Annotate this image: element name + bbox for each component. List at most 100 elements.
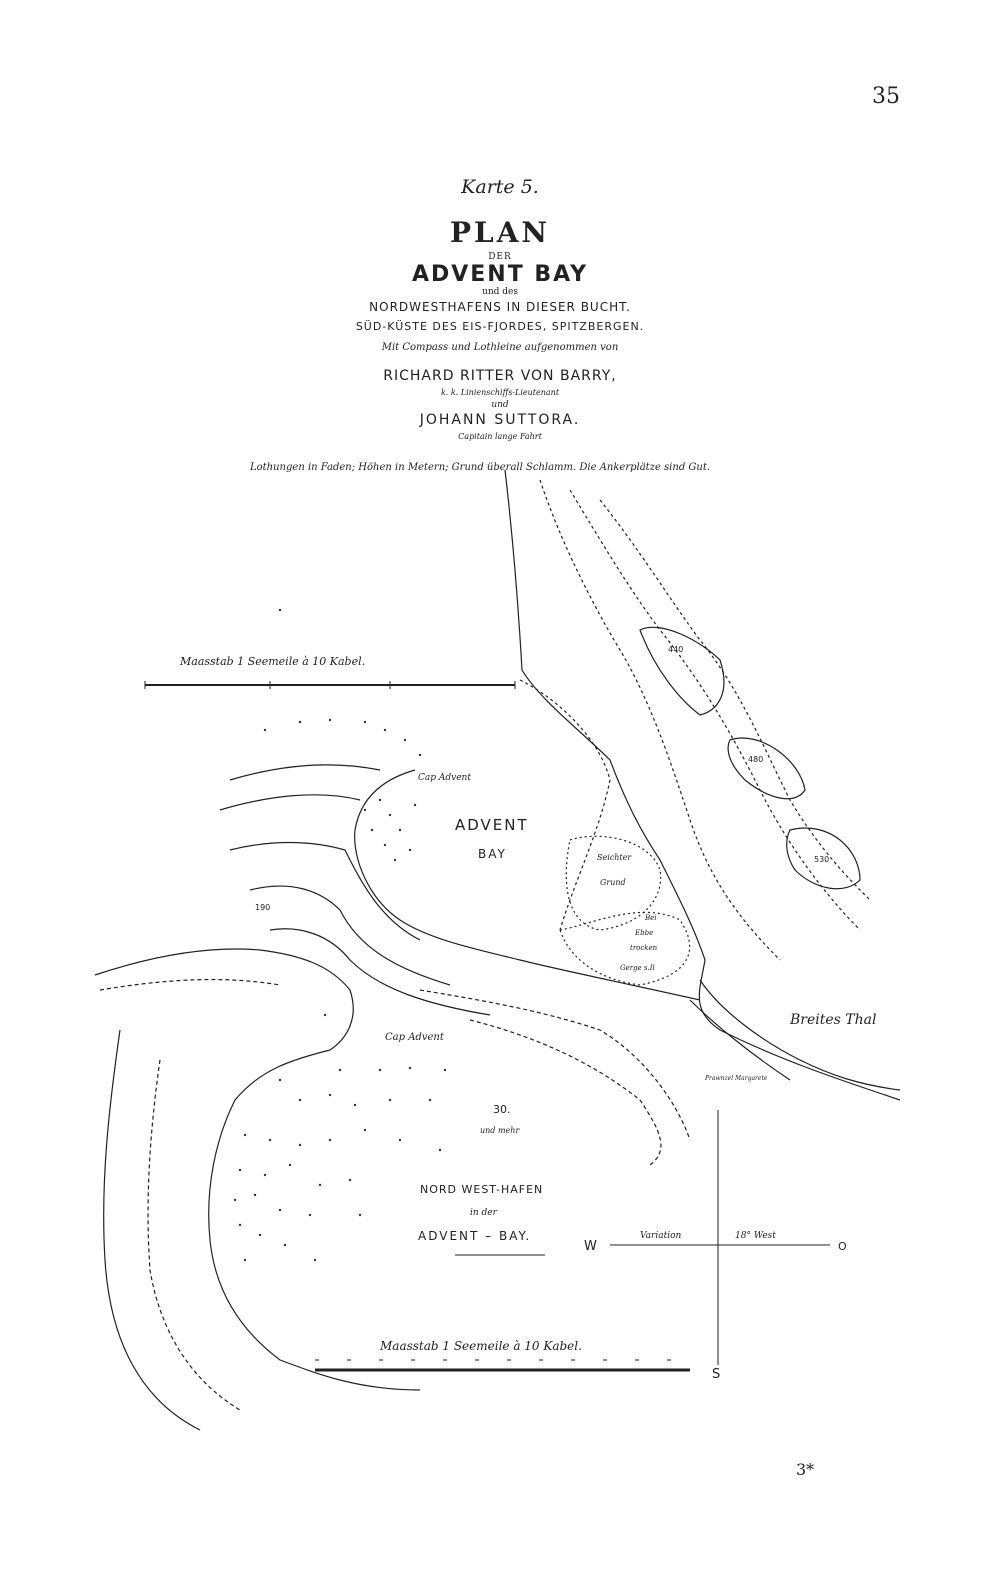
depth-thirty: 30. [493, 1103, 511, 1116]
compass-east: O [838, 1240, 847, 1253]
height-480: 480 [748, 755, 763, 764]
author-barry: RICHARD RITTER VON BARRY, [383, 368, 617, 384]
bottom-scale-bar [315, 1359, 690, 1372]
ebb-label-1: Bei [644, 914, 657, 922]
sounding-dot [408, 848, 412, 852]
sounding-dot [383, 843, 387, 847]
ebb-label-3: trocken [630, 944, 658, 952]
sounding-dot [403, 738, 407, 742]
cape-advent-shore [354, 769, 701, 1001]
harbour-label-2: in der [470, 1208, 498, 1218]
subtitle-location: SÜD-KÜSTE DES EIS-FJORDES, SPITZBERGEN. [355, 320, 645, 333]
top-scale-label: Maasstab 1 Seemeile à 10 Kabel. [179, 655, 365, 668]
cape-contour-6 [419, 989, 691, 1141]
sounding-dot [288, 1163, 292, 1167]
sounding-dot [393, 858, 397, 862]
sounding-dot [253, 1193, 257, 1197]
height-190: 190 [255, 903, 270, 912]
sounding-dot [328, 1093, 332, 1097]
place-label: Prawnzel Margarete [704, 1075, 768, 1082]
east-coastline [504, 469, 901, 1101]
sounding-dot [388, 813, 392, 817]
valley-label: Breites Thal [789, 1012, 876, 1028]
sounding-dot [238, 1223, 242, 1227]
author-conjunction: und [491, 400, 509, 410]
cape-contour-2 [219, 794, 361, 811]
sounding-dot [263, 1173, 267, 1177]
cape-contour-3 [229, 841, 421, 941]
height-530: 530 [814, 855, 829, 864]
harbour-label-3: ADVENT – BAY. [418, 1229, 531, 1243]
sounding-dot [328, 718, 332, 722]
title-article: DER [488, 252, 512, 262]
subtitle-harbour: NORDWESTHAFENS IN DIESER BUCHT. [369, 300, 631, 314]
sounding-dot [263, 728, 267, 732]
sounding-dot [278, 1078, 282, 1082]
sounding-dot [348, 1178, 352, 1182]
sounding-dot [238, 1168, 242, 1172]
ebb-label-2: Ebbe [634, 929, 653, 937]
sounding-dot [398, 828, 402, 832]
ebb-label-4: Gerge s.Il [620, 964, 655, 972]
author-barry-rank: k. k. Linienschiffs-Lieutenant [440, 388, 560, 397]
south-shore [94, 948, 354, 1051]
sounding-dot [443, 1068, 447, 1072]
compass-west: W [584, 1239, 597, 1254]
east-contour-4 [639, 626, 725, 716]
sounding-dot [233, 1198, 237, 1202]
top-scale-bar [144, 681, 516, 689]
cap-advent-north-label: Cap Advent [418, 773, 471, 783]
sounding-dot [418, 753, 422, 757]
harbour-coast [208, 1049, 421, 1391]
soundings-note: Lothungen in Faden; Höhen in Metern; Gru… [250, 462, 711, 473]
variation-label: Variation [640, 1231, 681, 1241]
sounding-dot [338, 1068, 342, 1072]
east-contour-1 [539, 479, 781, 961]
sounding-dot [278, 1208, 282, 1212]
sounding-dot [298, 1143, 302, 1147]
sounding-dot [408, 1066, 412, 1070]
valley-river [699, 979, 901, 1091]
sounding-dot [378, 1068, 382, 1072]
sounding-dot [438, 1148, 442, 1152]
plan-title: PLAN [449, 216, 551, 249]
east-contour-6 [786, 827, 861, 890]
sounding-dot [388, 1098, 392, 1102]
sounding-dot [323, 1013, 327, 1017]
sounding-dot [428, 1098, 432, 1102]
cap-advent-south-label: Cap Advent [385, 1032, 445, 1043]
sounding-dot [313, 1258, 317, 1262]
harbour-label-1: NORD WEST-HAFEN [420, 1183, 543, 1196]
sounding-dot [258, 1233, 262, 1237]
west-land-contour-3 [147, 1059, 241, 1411]
sounding-dot [298, 1098, 302, 1102]
survey-method: Mit Compass und Lothleine aufgenommen vo… [381, 342, 619, 353]
bottom-scale-label: Maasstab 1 Seemeile à 10 Kabel. [379, 1339, 582, 1353]
sounding-dot [363, 808, 367, 812]
height-440: 440 [668, 645, 683, 654]
cape-contour-5 [269, 928, 491, 1016]
valley-river-2 [689, 999, 791, 1081]
sounding-dot [308, 1213, 312, 1217]
west-land-contour-1 [99, 978, 281, 991]
compass-south: S [712, 1367, 720, 1382]
bay-title: ADVENT BAY [411, 262, 589, 287]
bay-label-advent: ADVENT [455, 816, 529, 834]
sounding-dot [353, 1103, 357, 1107]
map-number: Karte 5. [461, 176, 539, 198]
variation-value: 18° West [735, 1231, 776, 1241]
depth-note: und mehr [480, 1126, 520, 1135]
sounding-dot [328, 1138, 332, 1142]
sounding-dot [358, 1213, 362, 1217]
sounding-dot [283, 1243, 287, 1247]
sounding-dot [383, 728, 387, 732]
page-footer: 3* [796, 1460, 815, 1479]
sounding-dot [318, 1183, 322, 1187]
sounding-dot [268, 1138, 272, 1142]
author-suttora: JOHANN SUTTORA. [419, 412, 581, 428]
bay-label-bay: BAY [478, 847, 507, 861]
sounding-dot [378, 798, 382, 802]
east-contour-3 [599, 499, 871, 901]
shoal-outline [565, 835, 662, 931]
